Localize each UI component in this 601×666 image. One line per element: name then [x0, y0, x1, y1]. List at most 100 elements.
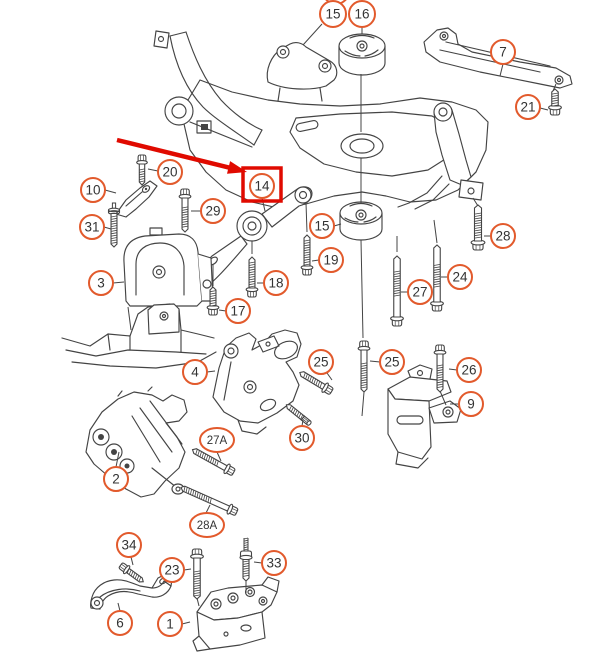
- callout-15[interactable]: 15: [309, 213, 335, 239]
- fastener-17-sketch: [206, 286, 220, 316]
- callout-number[interactable]: 18: [268, 276, 283, 291]
- callout-25-left[interactable]: 25: [308, 349, 334, 375]
- callout-26[interactable]: 26: [456, 357, 482, 383]
- fastener-33-sketch: [239, 537, 253, 582]
- callout-number[interactable]: 4: [191, 365, 199, 380]
- callout-number[interactable]: 3: [97, 276, 105, 291]
- callout-19[interactable]: 19: [318, 247, 344, 273]
- callout-number[interactable]: 23: [164, 563, 179, 578]
- highlight-rect: [241, 166, 283, 203]
- arm-6-sketch: [90, 573, 173, 610]
- chassis-rail-sketch: [61, 303, 217, 369]
- callout-15-top[interactable]: 15: [319, 0, 347, 28]
- callout-number[interactable]: 19: [323, 253, 338, 268]
- callout-21[interactable]: 21: [515, 94, 541, 120]
- red-highlight: [116, 137, 283, 203]
- callout-28A[interactable]: 28A: [189, 512, 225, 538]
- alignment-line: [127, 306, 132, 331]
- callout-16-top[interactable]: 16: [348, 0, 376, 28]
- callout-1[interactable]: 1: [157, 611, 183, 637]
- callout-24[interactable]: 24: [447, 264, 473, 290]
- callout-number[interactable]: 15: [314, 219, 329, 234]
- bracket-4-sketch: [212, 329, 302, 435]
- callout-2[interactable]: 2: [103, 466, 129, 492]
- callout-29[interactable]: 29: [200, 198, 226, 224]
- callout-number[interactable]: 34: [121, 538, 137, 553]
- callout-6[interactable]: 6: [107, 610, 133, 636]
- leader-line-4: [206, 370, 216, 373]
- callout-number[interactable]: 33: [266, 556, 281, 571]
- alignment-line: [361, 391, 365, 417]
- callout-17[interactable]: 17: [225, 298, 251, 324]
- callout-number[interactable]: 2: [112, 472, 120, 487]
- fastener-27-sketch: [390, 255, 404, 327]
- fastener-19-sketch: [300, 234, 314, 276]
- callout-number[interactable]: 25: [313, 355, 328, 370]
- fastener-29-sketch: [178, 188, 192, 233]
- callout-28[interactable]: 28: [490, 223, 516, 249]
- alignment-line: [305, 202, 308, 233]
- leader-line-26: [448, 368, 458, 371]
- fastener-25b-sketch: [357, 340, 371, 393]
- callout-number[interactable]: 30: [294, 431, 309, 446]
- callout-20[interactable]: 20: [157, 159, 183, 185]
- callout-number[interactable]: 21: [520, 100, 535, 115]
- leader-line-1: [181, 621, 191, 625]
- leader-line-30: [301, 419, 304, 427]
- callout-18[interactable]: 18: [263, 270, 289, 296]
- callout-34[interactable]: 34: [116, 532, 142, 558]
- leader-line-2: [115, 451, 120, 468]
- callout-number[interactable]: 17: [230, 304, 245, 319]
- callout-27[interactable]: 27: [407, 279, 433, 305]
- callout-25-right[interactable]: 25: [379, 349, 405, 375]
- callout-number[interactable]: 28A: [197, 520, 218, 532]
- callout-number[interactable]: 29: [205, 204, 220, 219]
- fastener-sketches: [107, 88, 562, 600]
- bracket-10-sketch: [115, 180, 158, 218]
- callout-33[interactable]: 33: [261, 550, 287, 576]
- callout-number[interactable]: 7: [499, 45, 507, 60]
- bracket-2-sketch: [85, 386, 188, 498]
- leader-line-17: [218, 309, 227, 312]
- callout-number[interactable]: 27A: [207, 435, 228, 447]
- alignment-line: [433, 219, 438, 244]
- callout-number[interactable]: 26: [461, 363, 476, 378]
- callout-10[interactable]: 10: [80, 177, 106, 203]
- callout-number[interactable]: 28: [495, 229, 510, 244]
- callout-27A[interactable]: 27A: [199, 427, 235, 453]
- fastener-28A-sketch: [180, 485, 239, 516]
- callout-14[interactable]: 14: [249, 173, 275, 199]
- fastener-34-sketch: [118, 562, 144, 583]
- callout-30[interactable]: 30: [289, 425, 315, 451]
- callout-number[interactable]: 20: [162, 165, 177, 180]
- highlight-arrow-shaft: [116, 137, 232, 171]
- alignment-lines: [127, 74, 557, 607]
- leader-line-19: [311, 259, 320, 262]
- engine-mount-3-sketch: [123, 227, 214, 307]
- callout-31[interactable]: 31: [79, 214, 105, 240]
- callout-number[interactable]: 16: [354, 7, 369, 22]
- alignment-line: [439, 390, 447, 406]
- callout-number[interactable]: 14: [254, 179, 270, 194]
- callout-number[interactable]: 25: [384, 355, 399, 370]
- callout-number[interactable]: 6: [116, 616, 124, 631]
- callout-4[interactable]: 4: [182, 359, 208, 385]
- callout-7[interactable]: 7: [490, 39, 516, 65]
- parts-sketches: [61, 27, 573, 652]
- callout-number[interactable]: 9: [467, 397, 475, 412]
- leader-line-21: [539, 107, 549, 111]
- callout-3[interactable]: 3: [88, 270, 114, 296]
- callout-number[interactable]: 31: [84, 220, 99, 235]
- callout-number[interactable]: 24: [452, 270, 468, 285]
- highlight-arrow-head: [226, 161, 247, 174]
- callout-23[interactable]: 23: [159, 557, 185, 583]
- fastener-18-sketch: [245, 256, 259, 298]
- callout-9[interactable]: 9: [458, 391, 484, 417]
- callout-number[interactable]: 15: [325, 7, 340, 22]
- callout-number[interactable]: 10: [85, 183, 100, 198]
- leader-line-3: [112, 281, 125, 284]
- callout-number[interactable]: 27: [412, 285, 427, 300]
- callout-number[interactable]: 1: [166, 617, 174, 632]
- leader-line-33: [253, 561, 263, 564]
